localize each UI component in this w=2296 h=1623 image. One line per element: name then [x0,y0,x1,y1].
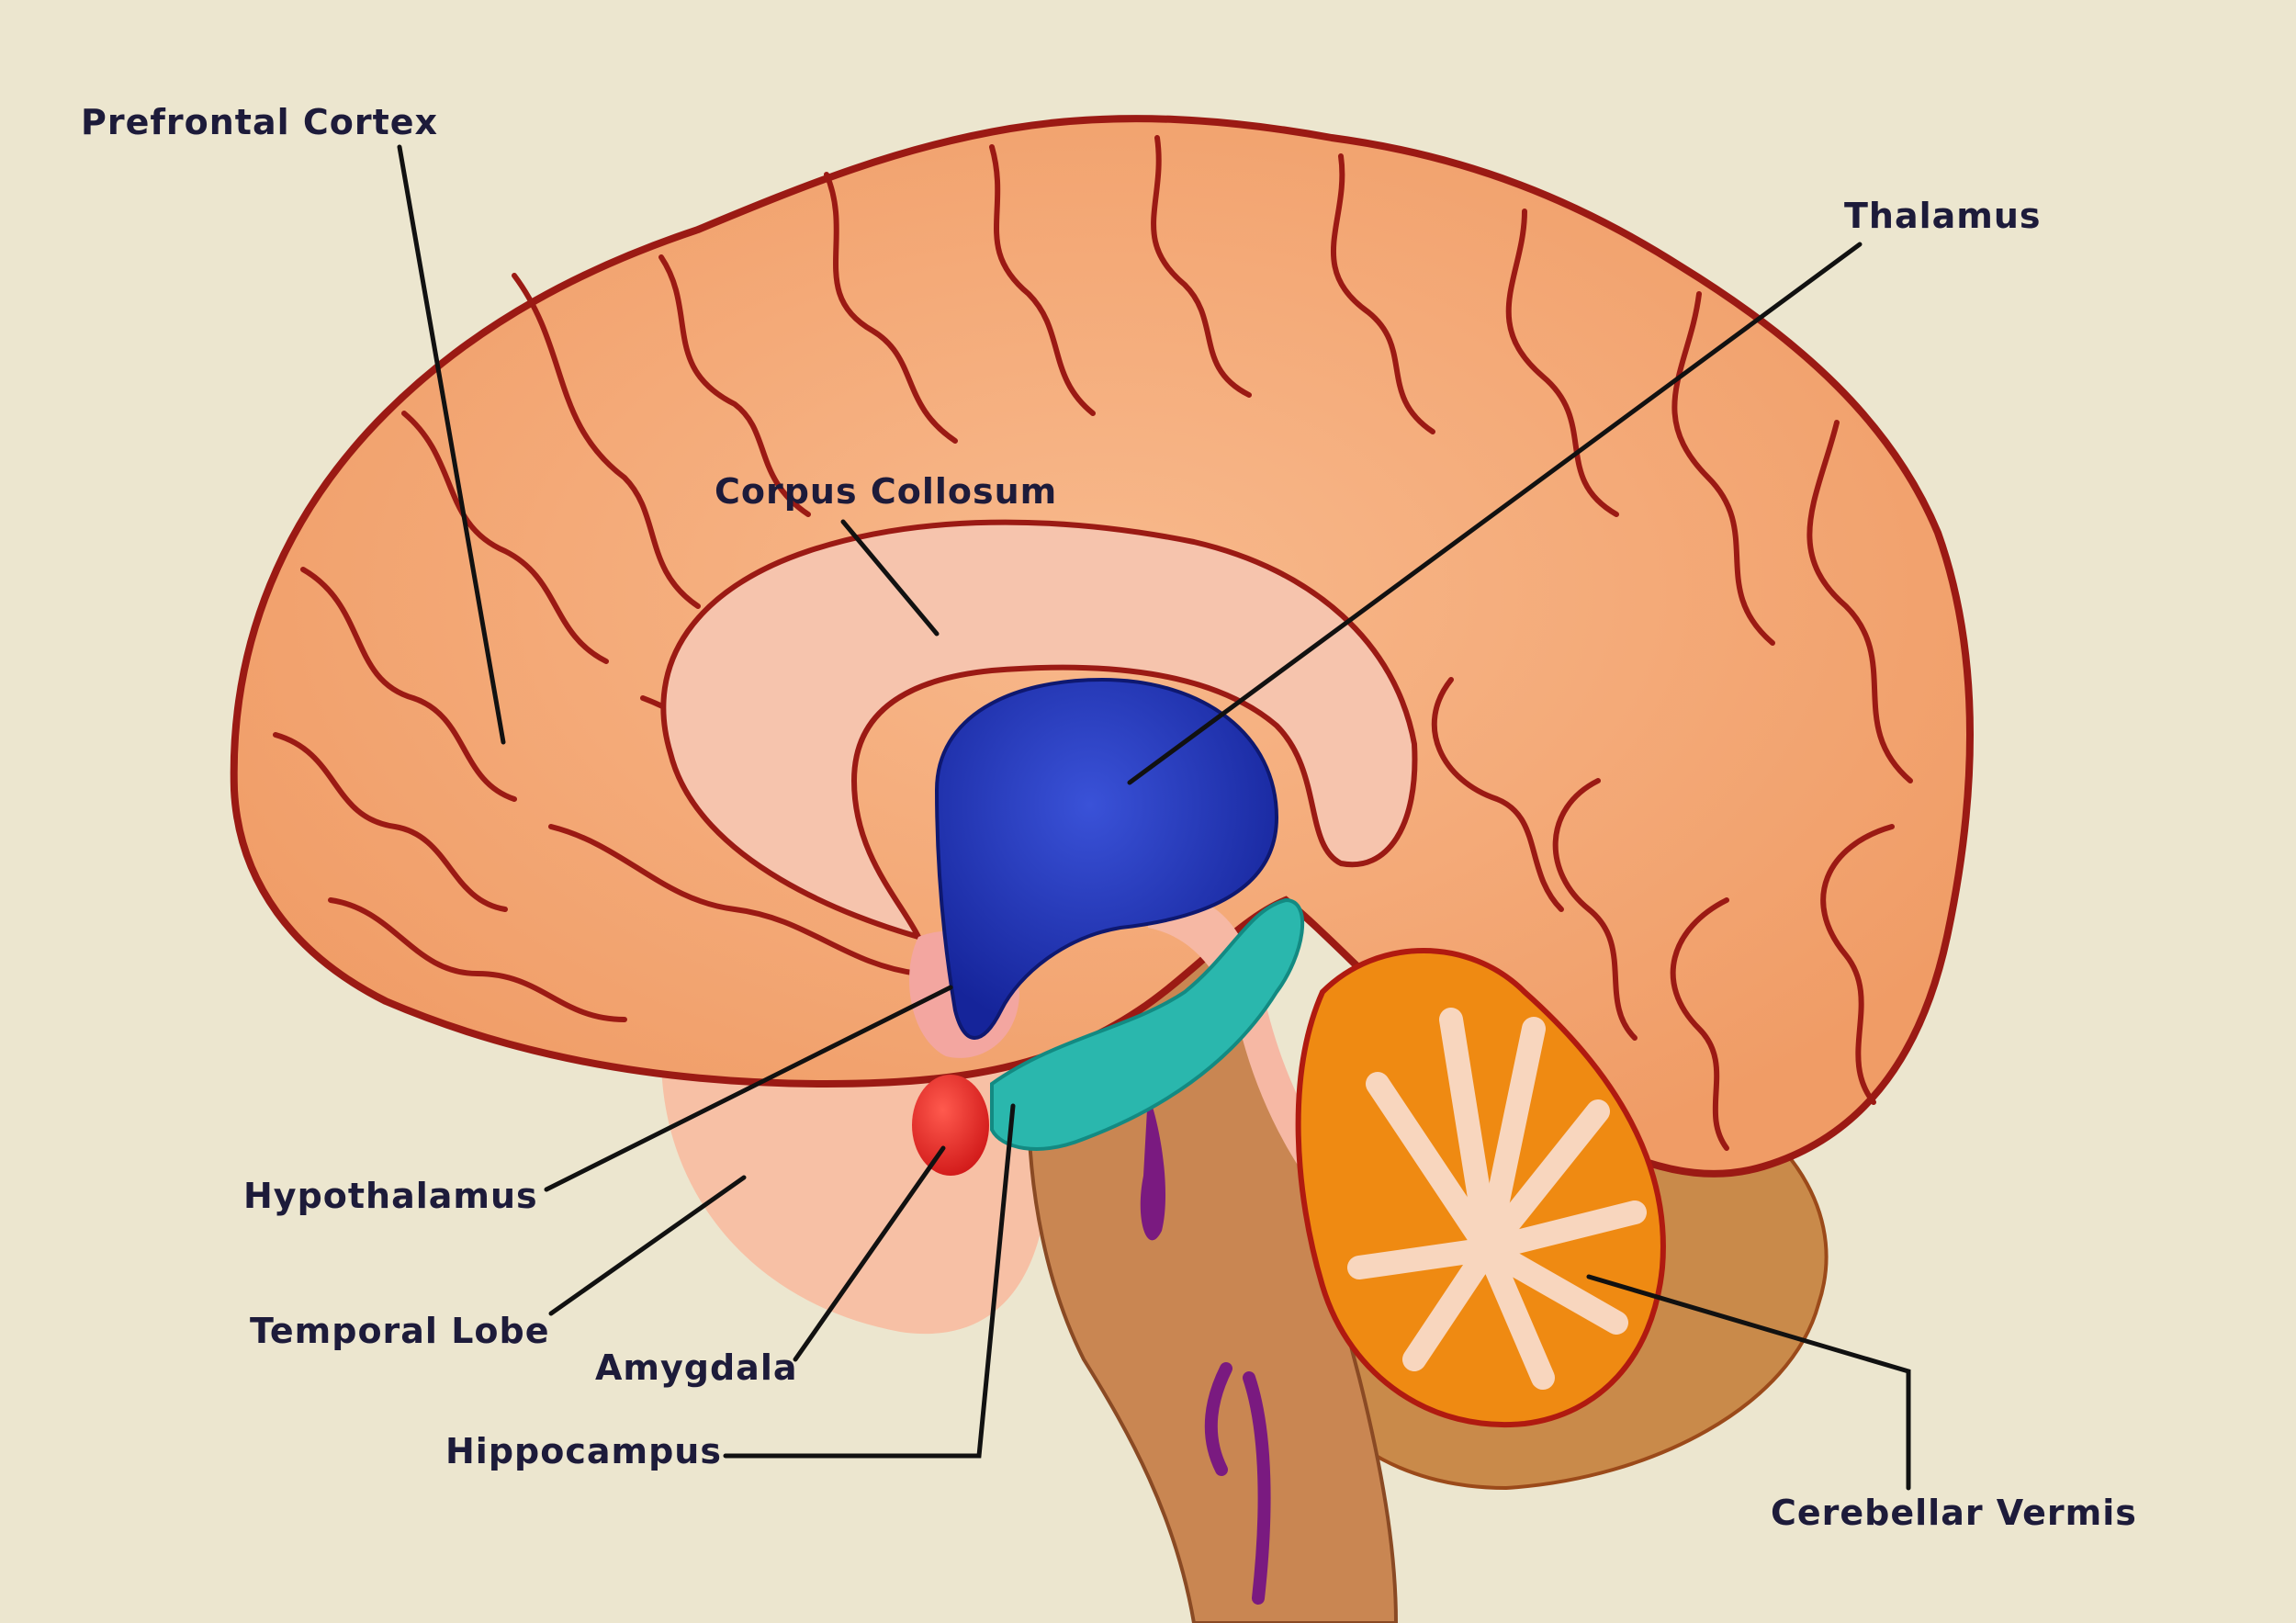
label-corpus-collosum: Corpus Collosum [715,471,1057,512]
label-temporal-lobe: Temporal Lobe [250,1311,549,1351]
leader-amygdala [793,1145,946,1362]
thalamus-shape [934,677,1279,1040]
cortex-sulci [273,135,1913,1151]
label-thalamus: Thalamus [1844,196,2042,236]
label-amygdala: Amygdala [595,1347,798,1388]
label-hypothalamus: Hypothalamus [243,1176,538,1216]
leader-prefrontal-cortex [397,144,506,745]
corpus-callosum-shape [660,519,1418,941]
label-cerebellar-vermis: Cerebellar Vermis [1771,1493,2137,1533]
leader-hippocampus [723,1103,1016,1459]
arbor-vitae [1347,1008,1647,1390]
hippocampus-shape [990,897,1305,1151]
brainstem-mark-1 [1140,1093,1166,1241]
leader-cerebellar-vermis [1586,1274,1911,1491]
leader-thalamus [1127,242,1863,785]
amygdala-shape [912,1075,989,1176]
leader-hypothalamus [544,985,953,1192]
brainstem-mark-2 [1204,1362,1271,1605]
label-hippocampus: Hippocampus [445,1431,722,1471]
leader-lines [397,144,1911,1491]
leader-corpus-collosum [840,519,940,637]
label-prefrontal-cortex: Prefrontal Cortex [81,102,438,142]
leader-temporal-lobe [548,1175,747,1316]
